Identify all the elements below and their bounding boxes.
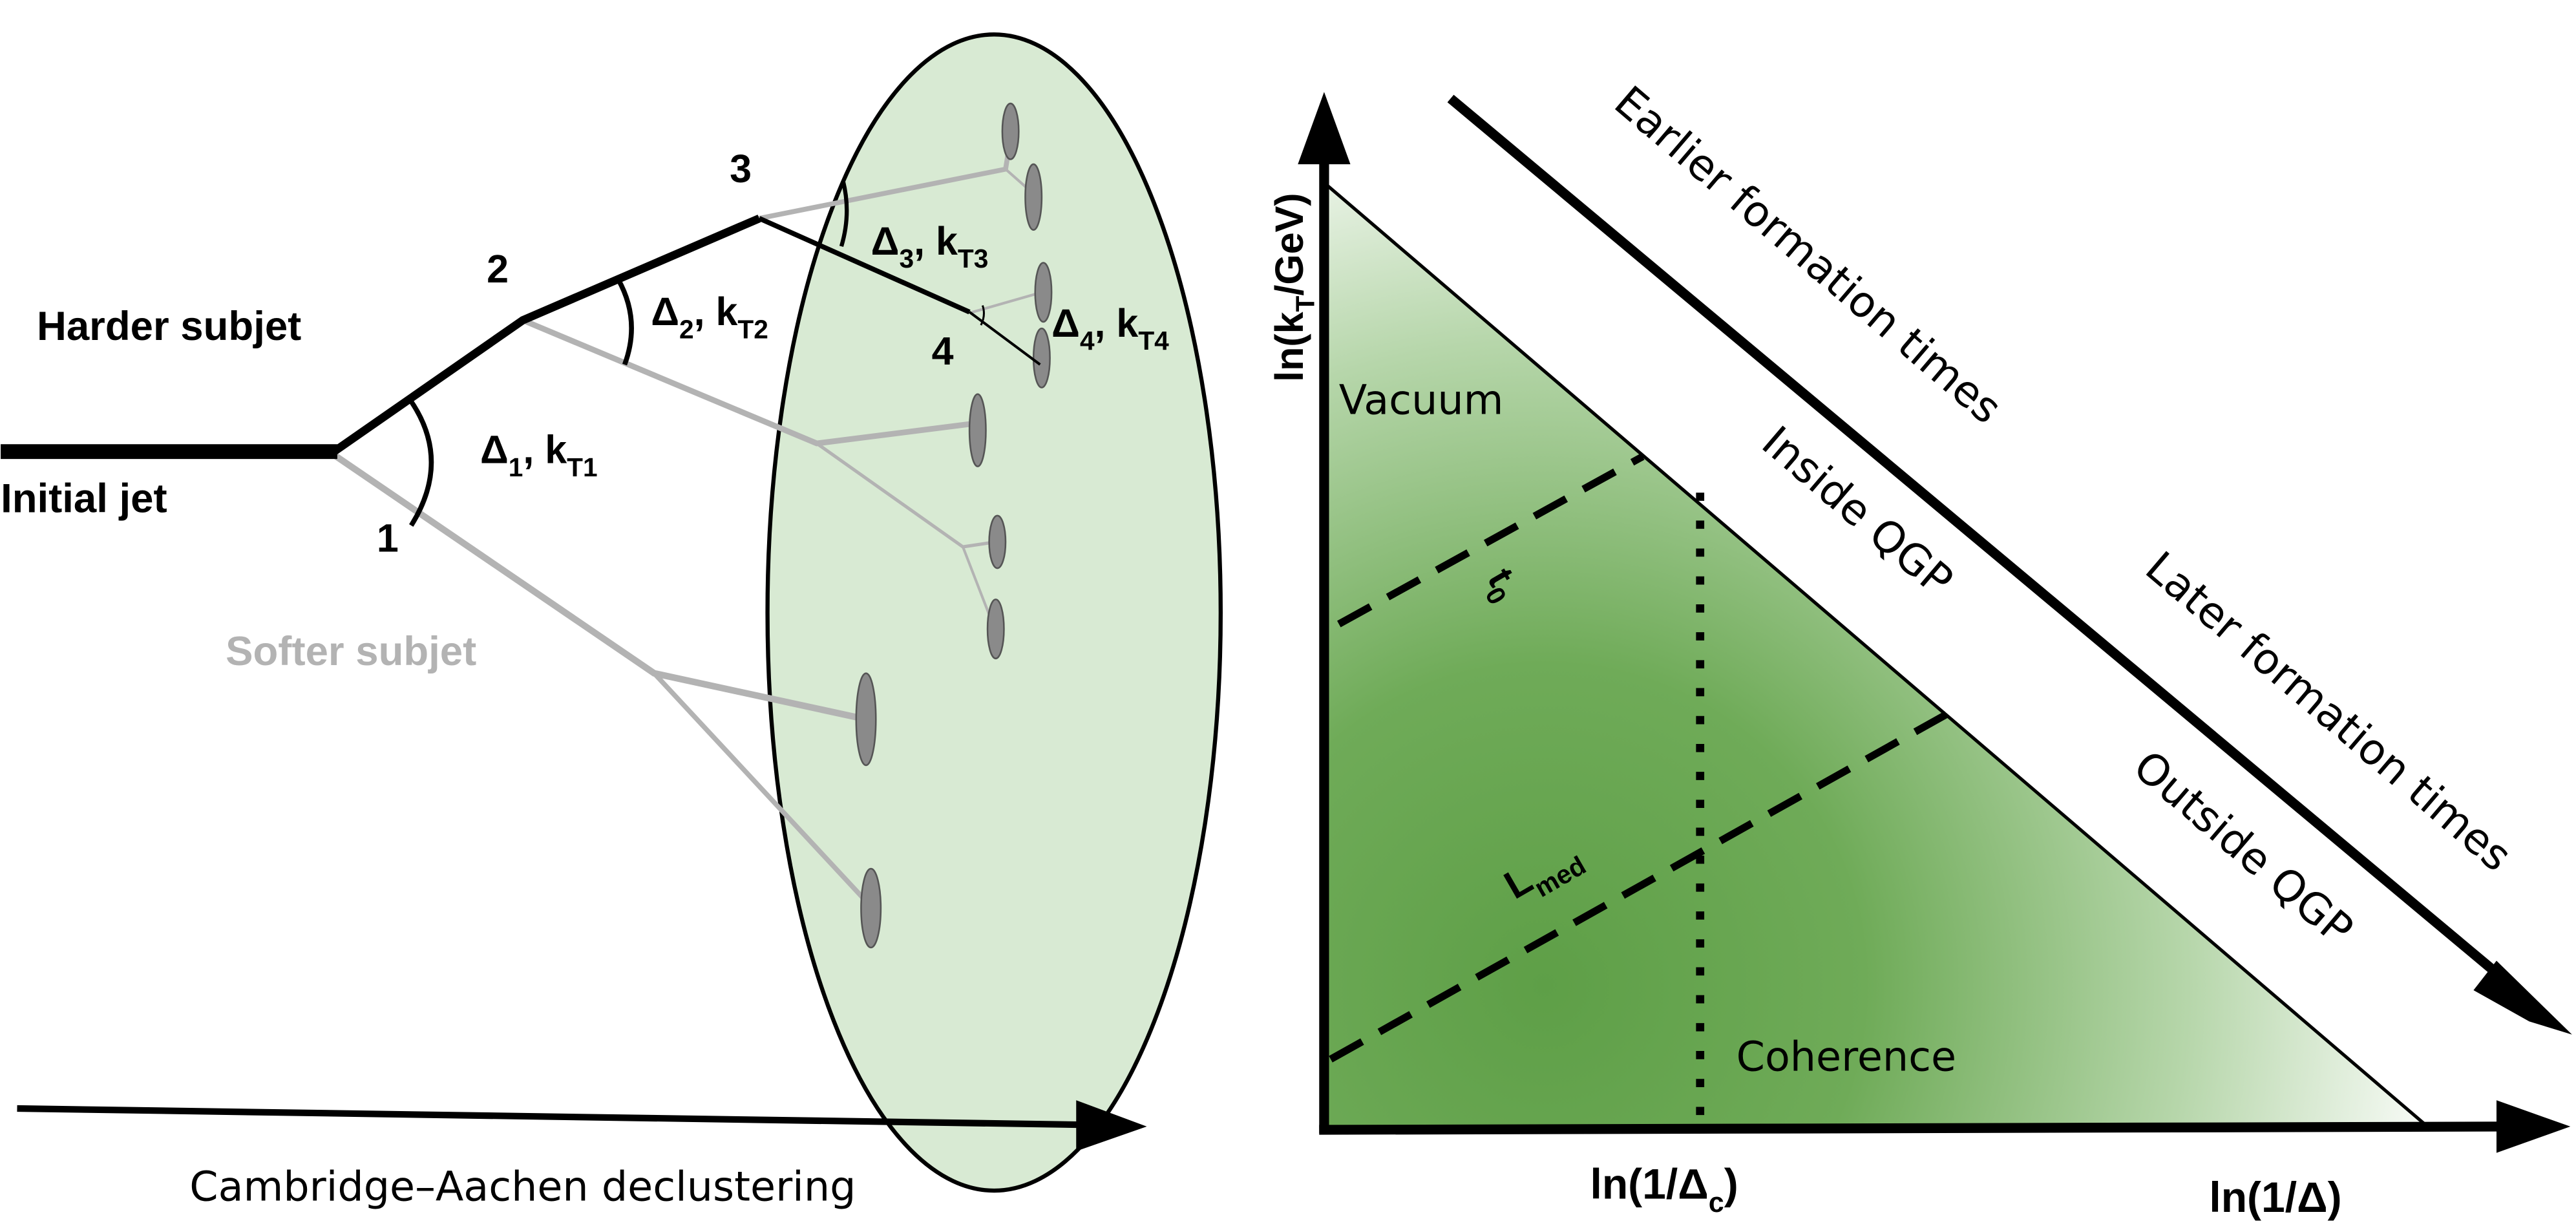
declustering-arrowhead <box>1076 1100 1147 1152</box>
split-index-4: 4 <box>932 329 954 373</box>
left-panel: Initial jet Harder subjet Softer subjet … <box>1 32 1223 1210</box>
initial-jet-label: Initial jet <box>1 476 167 522</box>
coherence-angle-tick: ln(1/Δc) <box>1590 1160 1738 1218</box>
emission-boundary <box>1326 184 2429 1128</box>
lmed-line <box>1329 711 1948 1063</box>
angle-arcs <box>407 180 985 527</box>
split-label-2: Δ2, kT2 <box>651 290 768 344</box>
declustering-label: Cambridge–Aachen declustering <box>189 1162 856 1210</box>
split-index-2: 2 <box>487 247 509 291</box>
harder-subjet-label: Harder subjet <box>37 304 301 349</box>
t0-line <box>1337 453 1645 628</box>
harder-branch <box>332 215 761 455</box>
split-label-3: Δ3, kT3 <box>871 219 989 273</box>
declustering-arrow <box>17 1105 1106 1134</box>
x-axis <box>1319 1121 2513 1135</box>
split-index-3: 3 <box>730 147 752 191</box>
coherence-label: Coherence <box>1737 1033 1957 1081</box>
x-axis-arrowhead <box>2496 1100 2571 1153</box>
split-label-4: Δ4, kT4 <box>1051 301 1169 355</box>
harder-branch-last <box>968 311 1041 366</box>
formation-time-arrowhead <box>2473 960 2572 1035</box>
softer-subjet-label: Softer subjet <box>226 629 476 674</box>
x-axis-label: ln(1/Δ) <box>2209 1173 2341 1221</box>
formation-time-arrow <box>1447 94 2524 997</box>
harder-branch-late <box>758 216 971 315</box>
particles <box>855 102 1053 949</box>
y-axis-arrowhead <box>1298 92 1351 165</box>
earlier-formation-label: Earlier formation times <box>1605 76 2011 433</box>
vacuum-label: Vacuum <box>1339 376 1504 423</box>
split-index-1: 1 <box>377 516 399 560</box>
y-axis-label: ln(kT/GeV) <box>1267 193 1320 381</box>
lund-plane-panel: ln(kT/GeV) ln(1/Δ) ln(1/Δc) Vacuum Coher… <box>1267 76 2572 1221</box>
split-label-1: Δ1, kT1 <box>480 427 598 482</box>
